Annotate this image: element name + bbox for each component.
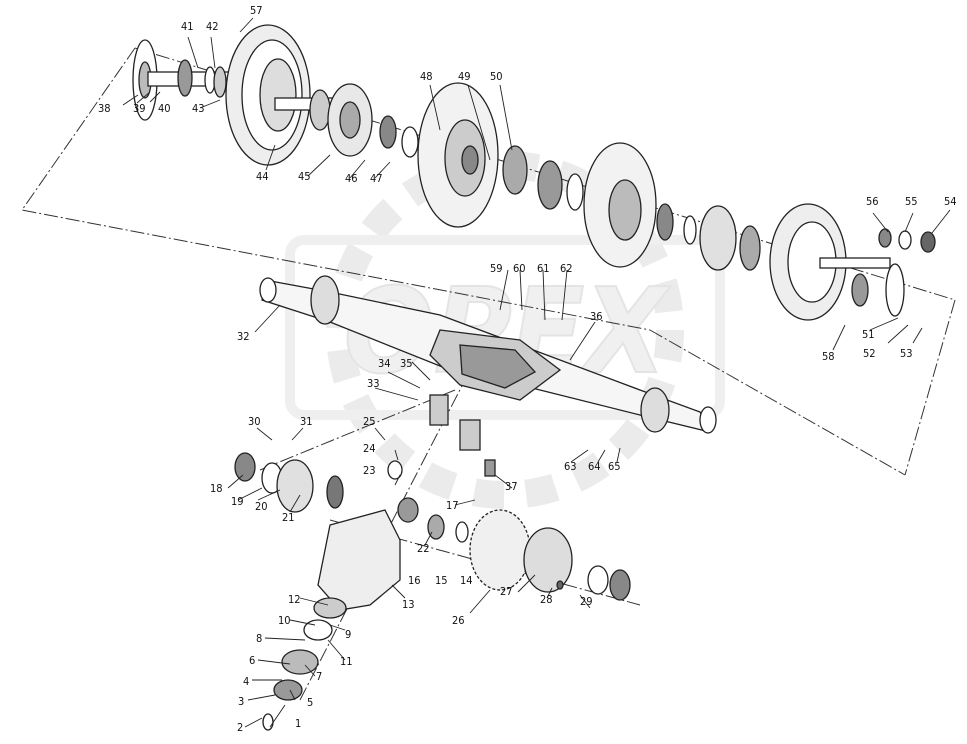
callout-26: 26	[452, 614, 465, 627]
callout-11: 11	[340, 655, 353, 668]
callout-9: 9	[345, 628, 351, 641]
callout-23: 23	[363, 464, 376, 477]
callout-19: 19	[231, 495, 244, 508]
callout-49: 49	[458, 70, 471, 83]
callout-63: 63	[564, 460, 577, 473]
callout-53: 53	[900, 347, 913, 360]
final-drive-assembly	[234, 394, 631, 731]
callout-52: 52	[863, 347, 876, 360]
callout-35: 35	[400, 357, 413, 370]
callout-20: 20	[255, 500, 268, 513]
callout-57: 57	[250, 4, 263, 17]
callout-60: 60	[513, 262, 526, 275]
callout-14: 14	[460, 574, 473, 587]
callout-3: 3	[238, 695, 244, 708]
callout-13: 13	[402, 598, 415, 611]
callout-8: 8	[256, 632, 262, 645]
callout-4: 4	[243, 675, 249, 688]
callout-38: 38	[98, 102, 111, 115]
callout-1: 1	[295, 717, 301, 730]
callout-16: 16	[408, 574, 421, 587]
callout-45: 45	[298, 170, 311, 183]
callout-46: 46	[345, 172, 358, 185]
callout-6: 6	[249, 654, 255, 667]
callout-22: 22	[417, 542, 430, 555]
callout-51: 51	[862, 328, 875, 341]
callout-33: 33	[367, 377, 380, 390]
callout-labels: 1 2 3 4 5 6 7 8 9 10 11 12 13 14 15 16 1…	[98, 4, 957, 734]
callout-42: 42	[206, 20, 219, 33]
callout-41: 41	[181, 20, 194, 33]
callout-15: 15	[435, 574, 448, 587]
callout-25: 25	[363, 415, 376, 428]
callout-44: 44	[256, 170, 269, 183]
callout-47: 47	[370, 172, 383, 185]
callout-58: 58	[822, 350, 835, 363]
callout-56: 56	[866, 195, 879, 208]
callout-59: 59	[490, 262, 503, 275]
callout-48: 48	[420, 70, 433, 83]
callout-30: 30	[248, 415, 261, 428]
callout-32: 32	[237, 330, 250, 343]
callout-36: 36	[590, 310, 603, 323]
callout-5: 5	[307, 696, 313, 709]
callout-64: 64	[588, 460, 601, 473]
callout-10: 10	[278, 614, 291, 627]
callout-24: 24	[363, 442, 376, 455]
callout-7: 7	[316, 670, 322, 683]
callout-55: 55	[905, 195, 918, 208]
callout-29: 29	[580, 595, 593, 608]
callout-54: 54	[944, 195, 957, 208]
callout-31: 31	[300, 415, 313, 428]
callout-62: 62	[560, 262, 573, 275]
callout-65: 65	[608, 460, 621, 473]
callout-61: 61	[537, 262, 550, 275]
callout-17: 17	[446, 499, 459, 512]
callout-2: 2	[237, 721, 243, 734]
callout-21: 21	[282, 511, 295, 524]
callout-27: 27	[500, 585, 513, 598]
callout-43: 43	[192, 102, 205, 115]
callout-28: 28	[540, 593, 553, 606]
callout-12: 12	[288, 593, 301, 606]
callout-50: 50	[490, 70, 503, 83]
callout-37: 37	[505, 480, 518, 493]
axle-housing	[259, 275, 717, 434]
leader-lines	[122, 17, 951, 728]
callout-40: 40	[158, 102, 171, 115]
axle-shaft-assembly	[132, 24, 936, 321]
callout-34: 34	[378, 357, 391, 370]
callout-18: 18	[210, 482, 223, 495]
callout-39: 39	[133, 102, 146, 115]
